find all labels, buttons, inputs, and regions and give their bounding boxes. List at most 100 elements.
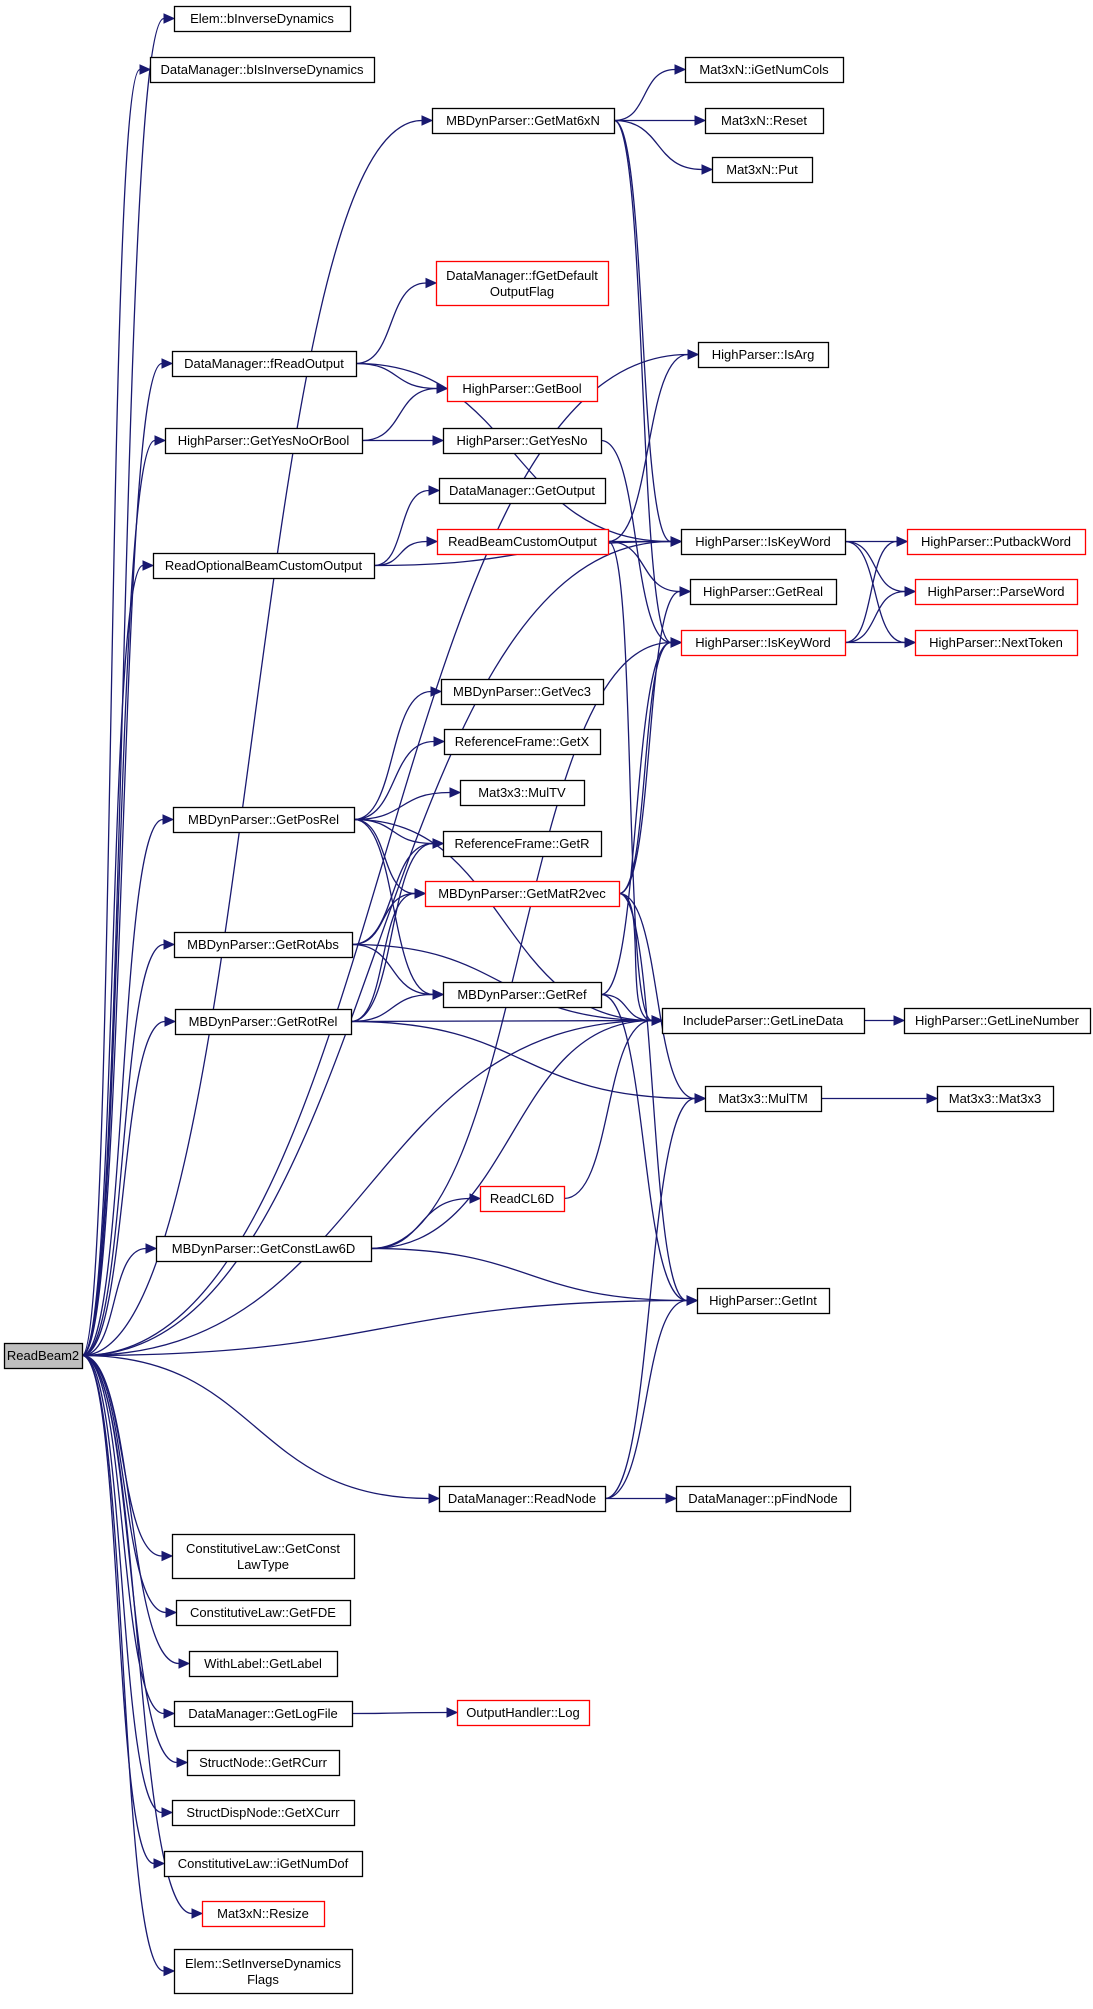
node-get-mat6x-n[interactable]: MBDynParser::GetMat6xN: [431, 107, 616, 135]
node-box: [443, 728, 602, 756]
node-snget-rcurr[interactable]: StructNode::GetRCurr: [186, 1749, 341, 1777]
node-rfget-x[interactable]: ReferenceFrame::GetX: [443, 728, 602, 756]
edge-line: [353, 818, 653, 1022]
edge-line: [81, 68, 141, 1357]
node-get-pos-rel[interactable]: MBDynParser::GetPosRel: [172, 806, 356, 834]
edge-arrowhead: [428, 1493, 441, 1504]
edge-arrowhead: [926, 1093, 939, 1104]
node-label: ReadCL6D: [490, 1191, 554, 1206]
node-get-const-law6-d[interactable]: MBDynParser::GetConstLaw6D: [155, 1235, 373, 1263]
node-get-rot-abs[interactable]: MBDynParser::GetRotAbs: [173, 931, 354, 959]
node-box: [440, 678, 605, 706]
edge-arrowhead: [165, 1607, 178, 1618]
node-read-cl6-d[interactable]: ReadCL6D: [479, 1185, 566, 1213]
node-mul-tv[interactable]: Mat3x3::MulTV: [459, 779, 586, 807]
node-get-line-number[interactable]: HighParser::GetLineNumber: [903, 1007, 1092, 1035]
node-read-beam2[interactable]: ReadBeam2: [3, 1342, 84, 1370]
node-box: [173, 5, 352, 33]
node-p-find-node[interactable]: DataManager::pFindNode: [675, 1485, 852, 1513]
node-label: Mat3x3::Mat3x3: [949, 1091, 1042, 1106]
node-cli-get-num-dof[interactable]: ConstitutiveLaw::iGetNumDof: [163, 1850, 364, 1878]
node-read-node[interactable]: DataManager::ReadNode: [438, 1485, 607, 1513]
edge-arrowhead: [694, 1093, 707, 1104]
node-label: DataManager::GetLogFile: [188, 1706, 338, 1721]
node-get-output[interactable]: DataManager::GetOutput: [438, 477, 607, 505]
node-sdnget-xcurr[interactable]: StructDispNode::GetXCurr: [171, 1799, 356, 1827]
edge-read-beam2-to-b-is-inv-dyn: [81, 64, 152, 1357]
node-mat3x3ctor[interactable]: Mat3x3::Mat3x3: [936, 1085, 1055, 1113]
node-box: [435, 260, 610, 307]
edge-line: [81, 1299, 688, 1357]
node-is-key-word-b[interactable]: HighParser::IsKeyWord: [680, 629, 847, 657]
edge-line: [373, 540, 428, 567]
edge-line: [81, 818, 164, 1357]
edge-read-opt-bco-to-get-output: [373, 485, 441, 567]
node-get-yes-no-or-bool[interactable]: HighParser::GetYesNoOrBool: [164, 427, 364, 455]
node-label: Mat3xN::Resize: [217, 1906, 309, 1921]
edge-line: [618, 892, 653, 1022]
node-read-opt-bco[interactable]: ReadOptionalBeamCustomOutput: [152, 552, 376, 580]
node-get-real[interactable]: HighParser::GetReal: [689, 578, 838, 606]
edge-layer: [81, 13, 939, 1977]
edge-line: [353, 690, 432, 821]
node-get-ref[interactable]: MBDynParser::GetRef: [442, 981, 603, 1009]
edge-get-mat6x-n-to-i-get-num-cols: [613, 64, 687, 122]
node-get-int[interactable]: HighParser::GetInt: [696, 1287, 831, 1315]
node-next-token[interactable]: HighParser::NextToken: [914, 629, 1079, 657]
edge-get-yes-no-or-bool-to-get-bool: [361, 383, 449, 442]
edge-line: [350, 892, 416, 1023]
node-label: WithLabel::GetLabel: [204, 1656, 322, 1671]
node-parse-word[interactable]: HighParser::ParseWord: [914, 578, 1079, 606]
node-box: [3, 1342, 84, 1370]
edge-get-pos-rel-to-mul-tv: [353, 787, 462, 821]
node-b-is-inv-dyn[interactable]: DataManager::bIsInverseDynamics: [149, 56, 376, 84]
node-get-vec3[interactable]: MBDynParser::GetVec3: [440, 678, 605, 706]
node-mul-tm[interactable]: Mat3x3::MulTM: [704, 1085, 823, 1113]
node-box: [456, 1699, 591, 1727]
edge-arrowhead: [893, 1015, 906, 1026]
node-m3x-nput[interactable]: Mat3xN::Put: [711, 156, 814, 184]
node-b-inv-dyn[interactable]: Elem::bInverseDynamics: [173, 5, 352, 33]
node-is-arg[interactable]: HighParser::IsArg: [697, 341, 830, 369]
node-read-bco[interactable]: ReadBeamCustomOutput: [436, 528, 610, 556]
node-get-bool[interactable]: HighParser::GetBool: [446, 375, 599, 403]
node-clget-fde[interactable]: ConstitutiveLaw::GetFDE: [175, 1599, 352, 1627]
edge-read-bco-to-is-key-word-a: [607, 536, 683, 547]
edge-read-node-to-p-find-node: [604, 1493, 678, 1504]
node-get-yes-no[interactable]: HighParser::GetYesNo: [442, 427, 603, 455]
edge-line: [81, 564, 144, 1357]
node-get-mat-r2vec[interactable]: MBDynParser::GetMatR2vec: [424, 880, 621, 908]
edge-get-line-data-to-get-line-number: [863, 1015, 906, 1026]
edge-get-mat-r2vec-to-is-key-word-b: [618, 637, 683, 895]
edge-arrowhead: [153, 1858, 166, 1869]
node-box: [711, 156, 814, 184]
edge-line: [613, 119, 672, 644]
node-rfget-r[interactable]: ReferenceFrame::GetR: [442, 830, 603, 858]
node-f-read-output[interactable]: DataManager::fReadOutput: [171, 350, 358, 378]
node-wlget-label[interactable]: WithLabel::GetLabel: [188, 1650, 339, 1678]
node-box: [171, 1533, 356, 1580]
edge-line: [613, 119, 703, 171]
edge-line: [81, 1354, 163, 1814]
node-is-key-word-a[interactable]: HighParser::IsKeyWord: [680, 528, 847, 556]
edge-arrowhead: [469, 1193, 482, 1204]
node-label: StructNode::GetRCurr: [199, 1755, 328, 1770]
node-box: [171, 350, 358, 378]
edge-arrowhead: [161, 358, 174, 369]
node-get-log-file[interactable]: DataManager::GetLogFile: [173, 1700, 354, 1728]
node-label: HighParser::GetInt: [709, 1293, 817, 1308]
node-putback-word[interactable]: HighParser::PutbackWord: [906, 528, 1087, 556]
node-m3x-nresize[interactable]: Mat3xN::Resize: [201, 1900, 326, 1928]
edge-line: [607, 540, 653, 1022]
edge-get-mat-r2vec-to-get-real: [618, 586, 692, 895]
node-get-line-data[interactable]: IncludeParser::GetLineData: [661, 1007, 866, 1035]
node-m3x-nreset[interactable]: Mat3xN::Reset: [704, 107, 825, 135]
node-ohlog[interactable]: OutputHandler::Log: [456, 1699, 591, 1727]
node-i-get-num-cols[interactable]: Mat3xN::iGetNumCols: [684, 56, 845, 84]
node-get-rot-rel[interactable]: MBDynParser::GetRotRel: [174, 1008, 353, 1036]
